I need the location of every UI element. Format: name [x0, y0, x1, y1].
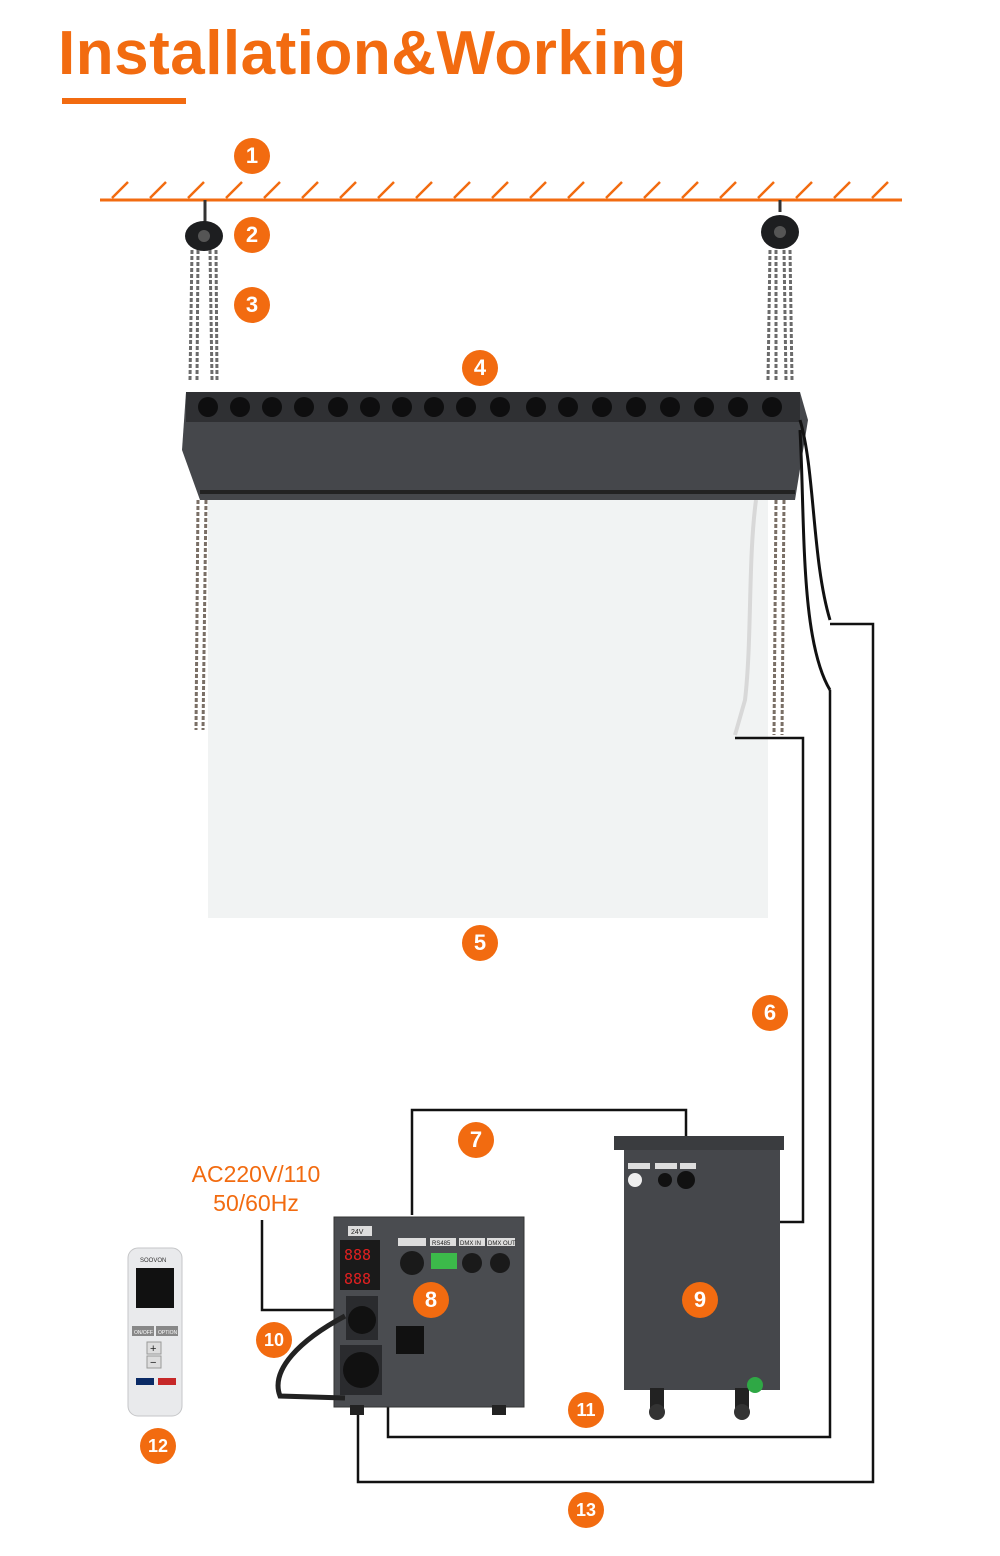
marker-12: 12 — [140, 1428, 176, 1464]
display-bottom-text: 888 — [344, 1270, 371, 1288]
port-dmx-in-label: DMX IN — [460, 1241, 481, 1247]
port-power-label: 24V — [351, 1229, 364, 1236]
marker-13: 13 — [568, 1492, 604, 1528]
port-rs485-label: RS485 — [432, 1241, 451, 1247]
remote-option-text: OPTION — [158, 1330, 178, 1336]
controller-box: 888 888 24V RS485 DMX IN DMX OUT — [275, 1216, 525, 1415]
marker-2: 2 — [234, 217, 270, 253]
power-voltage-text: AC220V/110 — [191, 1161, 321, 1187]
chain-hoist-left — [185, 200, 223, 731]
port-dmx-out-label: DMX OUT — [488, 1241, 516, 1247]
remote-brand-text: SOOVON — [140, 1258, 166, 1264]
display-top-text: 888 — [344, 1246, 371, 1264]
nozzle-bar — [182, 392, 832, 691]
marker-1: 1 — [234, 138, 270, 174]
remote-control-icon[interactable]: SOOVON ON/OFF OPTION + − — [127, 1247, 183, 1417]
marker-3: 3 — [234, 287, 270, 323]
power-label: AC220V/110 50/60Hz — [178, 1160, 334, 1218]
ceiling-hatch — [100, 181, 902, 202]
remote-onoff-text: ON/OFF — [134, 1330, 153, 1336]
marker-10: 10 — [256, 1322, 292, 1358]
curtain-screen — [208, 498, 768, 918]
marker-11: 11 — [568, 1392, 604, 1428]
marker-6: 6 — [752, 995, 788, 1031]
marker-5: 5 — [462, 925, 498, 961]
title-underline — [62, 98, 186, 104]
pump-cabinet — [614, 1136, 784, 1420]
power-frequency-text: 50/60Hz — [213, 1190, 299, 1216]
marker-9: 9 — [682, 1282, 718, 1318]
marker-7: 7 — [458, 1122, 494, 1158]
remote-plus-text: + — [150, 1343, 156, 1355]
remote-minus-text: − — [150, 1357, 156, 1369]
marker-4: 4 — [462, 350, 498, 386]
page-title: Installation&Working — [58, 19, 687, 88]
marker-8: 8 — [413, 1282, 449, 1318]
chain-hoist-right — [761, 200, 799, 736]
